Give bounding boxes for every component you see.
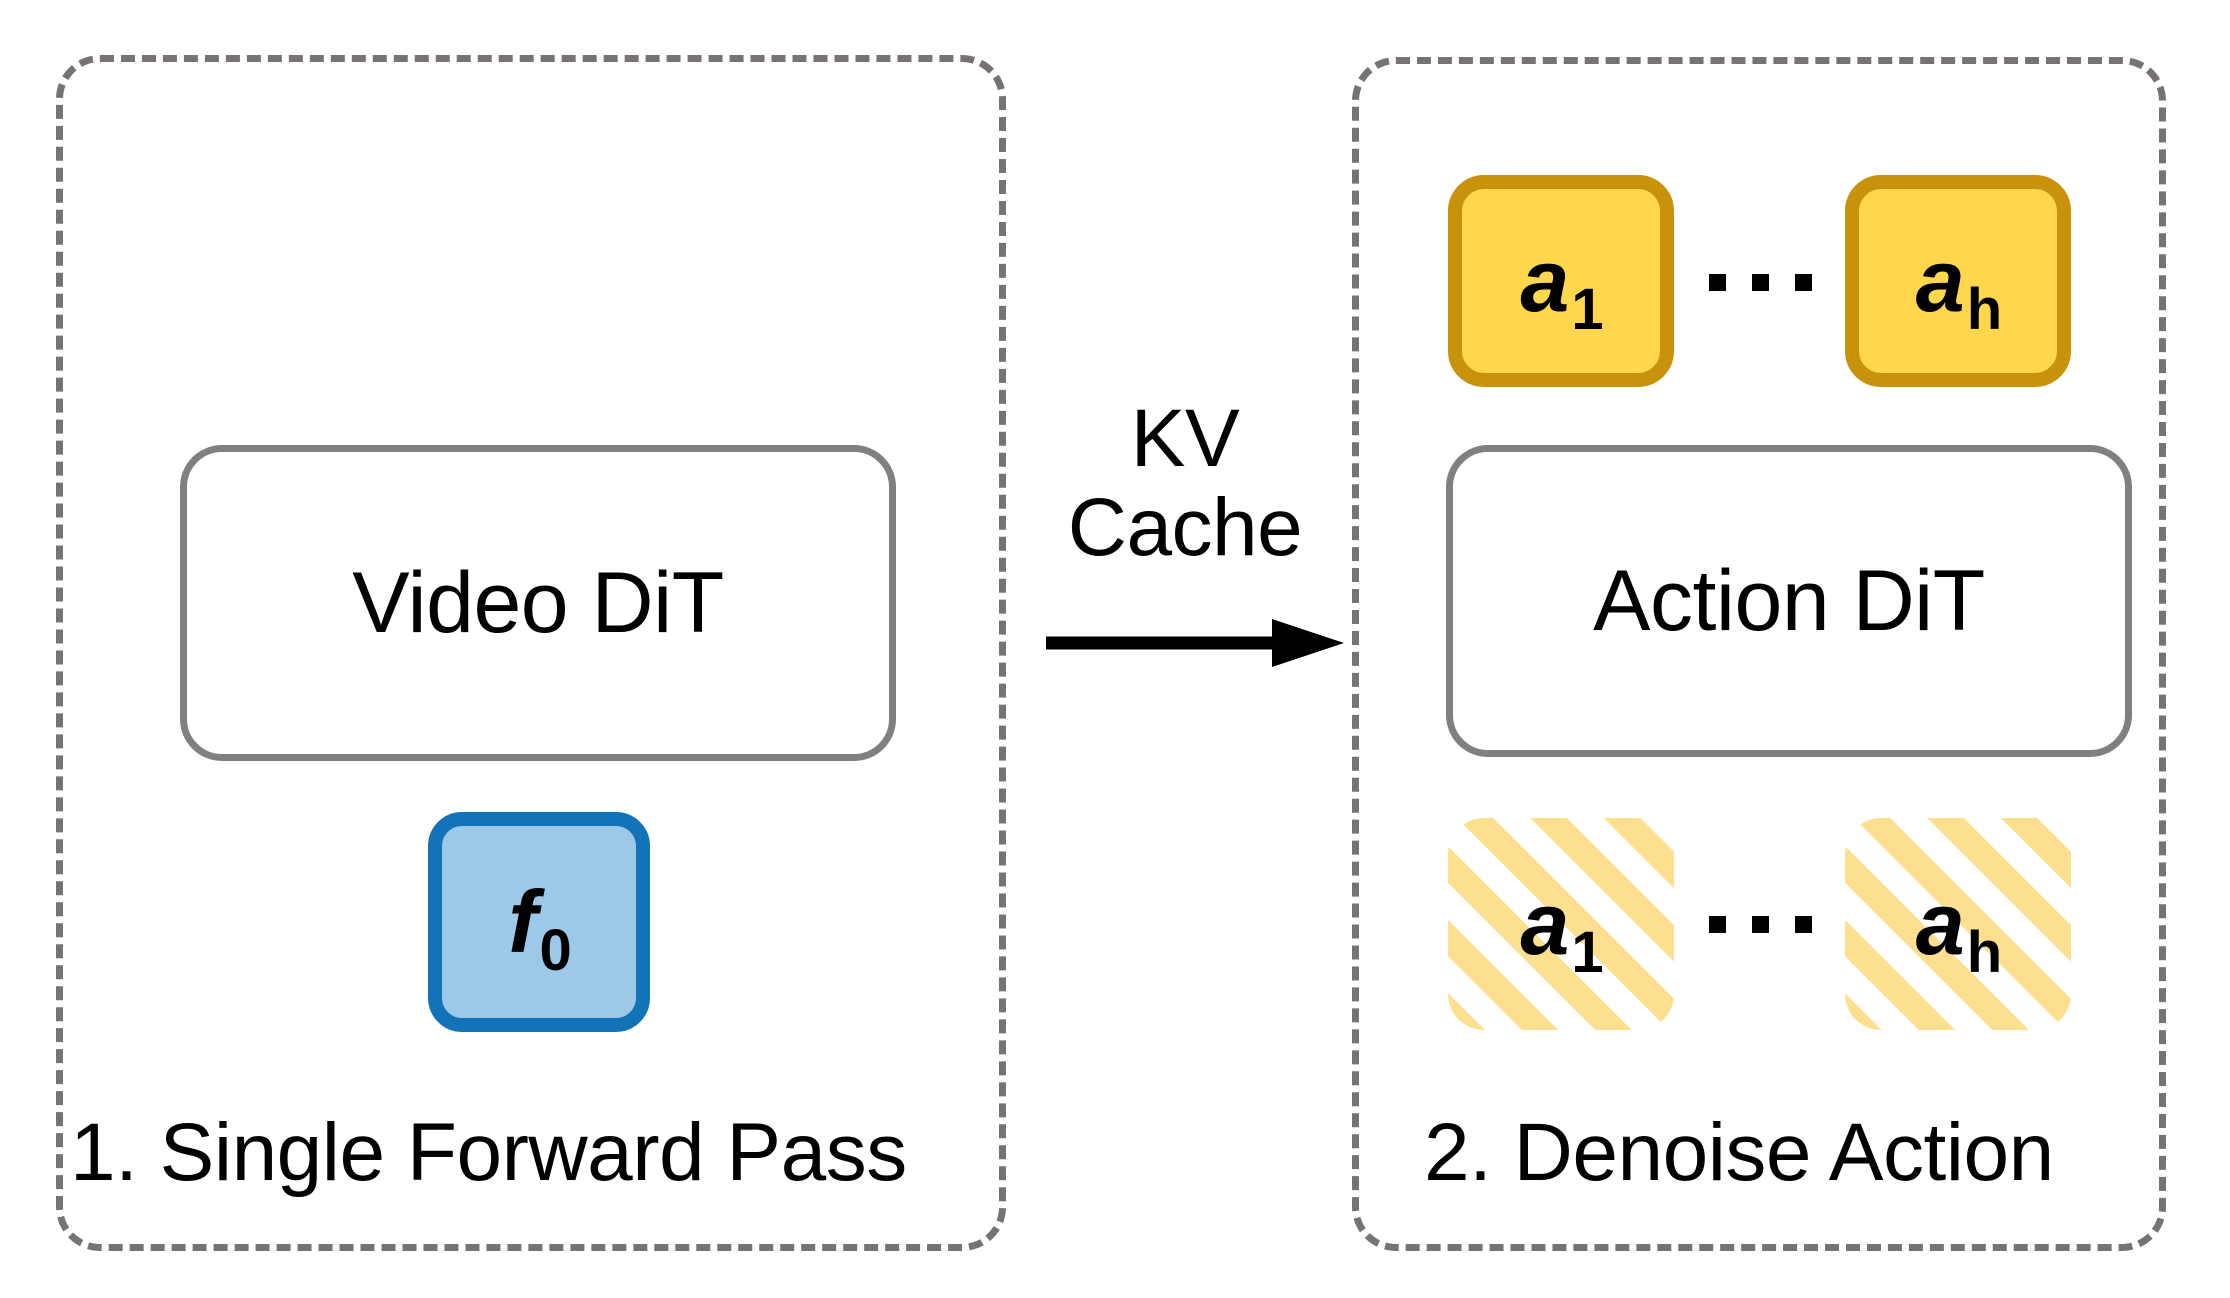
ellipsis-dot bbox=[1708, 273, 1726, 291]
action-dit-box: Action DiT bbox=[1446, 445, 2132, 757]
ellipsis-dot bbox=[1751, 273, 1769, 291]
kv-cache-label-line2: Cache bbox=[1067, 481, 1303, 573]
ellipsis-dot bbox=[1794, 915, 1812, 933]
noisy-action-token-a1-base: a bbox=[1520, 874, 1570, 973]
action-tokens-ellipsis bbox=[1690, 272, 1830, 292]
noisy-action-token-ah-subscript: h bbox=[1966, 920, 2003, 985]
frame-token-base: f bbox=[508, 872, 538, 971]
video-dit-label: Video DiT bbox=[352, 555, 724, 651]
action-token-ah-subscript: h bbox=[1966, 277, 2003, 342]
stage-panel-denoise-action bbox=[1352, 57, 2166, 1251]
right-arrow-icon bbox=[1046, 619, 1344, 667]
ellipsis-dot bbox=[1794, 273, 1812, 291]
stage-caption-single-forward-pass: 1. Single Forward Pass bbox=[70, 1107, 907, 1198]
ellipsis-dot bbox=[1708, 915, 1726, 933]
ellipsis-dot bbox=[1751, 915, 1769, 933]
action-token-a1-base: a bbox=[1520, 231, 1570, 330]
kv-cache-label-line1: KV bbox=[1130, 393, 1240, 484]
action-dit-label: Action DiT bbox=[1593, 553, 1985, 649]
frame-token-subscript: 0 bbox=[539, 918, 572, 983]
action-token-ah-base: a bbox=[1915, 231, 1965, 330]
kv-cache-label: KV Cache bbox=[1020, 393, 1350, 573]
stage-caption-denoise-action: 2. Denoise Action bbox=[1424, 1107, 2054, 1198]
noisy-action-token-a1-subscript: 1 bbox=[1571, 920, 1604, 985]
kv-cache-connector: KV Cache bbox=[1020, 393, 1350, 695]
noisy-action-token-ah-base: a bbox=[1915, 874, 1965, 973]
action-token-a1-subscript: 1 bbox=[1571, 277, 1604, 342]
noisy-action-tokens-ellipsis bbox=[1690, 914, 1830, 934]
stage-panel-single-forward-pass bbox=[56, 55, 1006, 1251]
video-dit-box: Video DiT bbox=[180, 445, 896, 761]
